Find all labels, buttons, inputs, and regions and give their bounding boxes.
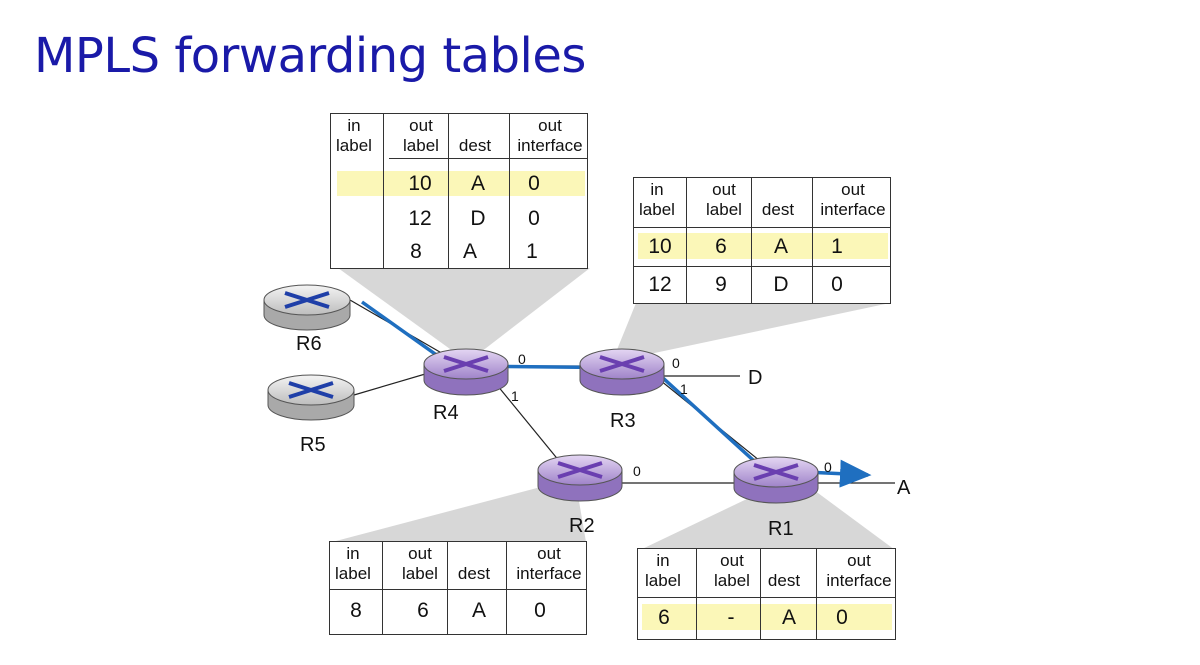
- highlighted-row: [638, 233, 888, 259]
- r4-row2-iface: 0: [528, 207, 540, 230]
- r3-row2-iface: 0: [831, 273, 843, 296]
- r3-table-callout: [612, 303, 890, 362]
- router-r5: [267, 374, 355, 421]
- r4-table-callout: [338, 268, 590, 362]
- router-label-r2: R2: [569, 515, 595, 537]
- r3-row1-out: 6: [715, 235, 727, 258]
- r2-row1-out: 6: [417, 599, 429, 622]
- r4-row1-dest: A: [470, 172, 485, 195]
- router-r6: [263, 284, 351, 331]
- highlighted-row: [337, 171, 585, 196]
- r4-row1-iface: 0: [528, 172, 540, 195]
- r2-table-callout: [332, 478, 586, 542]
- router-label-r5: R5: [300, 434, 326, 456]
- router-label-r6: R6: [296, 333, 322, 355]
- router-r4: [423, 348, 509, 396]
- destination-a: A: [897, 477, 911, 499]
- r1-table-callout: [640, 476, 895, 550]
- r4-row3-dest: A: [462, 240, 477, 263]
- router-label-r3: R3: [610, 410, 636, 432]
- col-dest-header: dest: [761, 200, 795, 219]
- r3-row2-dest: D: [773, 273, 789, 296]
- page-title: MPLS forwarding tables: [34, 28, 586, 84]
- port-r1-0: 0: [824, 459, 832, 475]
- col-dest-header: dest: [457, 564, 491, 583]
- r2-row1-iface: 0: [534, 599, 546, 622]
- router-r3: [579, 348, 665, 396]
- port-r2-0: 0: [633, 463, 641, 479]
- r4-row3-iface: 1: [526, 240, 538, 263]
- r1-row1-iface: 0: [836, 606, 848, 629]
- r4-row1-out: 10: [408, 172, 432, 195]
- r1-row1-out: -: [727, 606, 735, 629]
- router-r2: [537, 454, 623, 502]
- port-r3-1: 1: [680, 381, 688, 397]
- col-dest-header: dest: [767, 571, 801, 590]
- router-r1: [733, 456, 819, 504]
- r1-row1-dest: A: [781, 606, 796, 629]
- r3-row2-out: 9: [715, 273, 727, 296]
- r4-row3-out: 8: [410, 240, 422, 263]
- r2-row1-dest: A: [471, 599, 486, 622]
- port-r4-0: 0: [518, 351, 526, 367]
- r3-row1-dest: A: [773, 235, 788, 258]
- r2-row1-in: 8: [350, 599, 362, 622]
- router-label-r4: R4: [433, 402, 459, 424]
- col-dest-header: dest: [458, 136, 492, 155]
- r4-row2-dest: D: [470, 207, 486, 230]
- router-label-r1: R1: [768, 518, 794, 540]
- r3-row1-iface: 1: [831, 235, 843, 258]
- r4-row2-out: 12: [408, 207, 432, 230]
- r3-row1-in: 10: [648, 235, 672, 258]
- port-r3-0: 0: [672, 355, 680, 371]
- destination-d: D: [748, 367, 762, 389]
- highlighted-row: [642, 604, 892, 630]
- port-r4-1: 1: [511, 388, 519, 404]
- r1-row1-in: 6: [658, 606, 670, 629]
- r3-row2-in: 12: [648, 273, 672, 296]
